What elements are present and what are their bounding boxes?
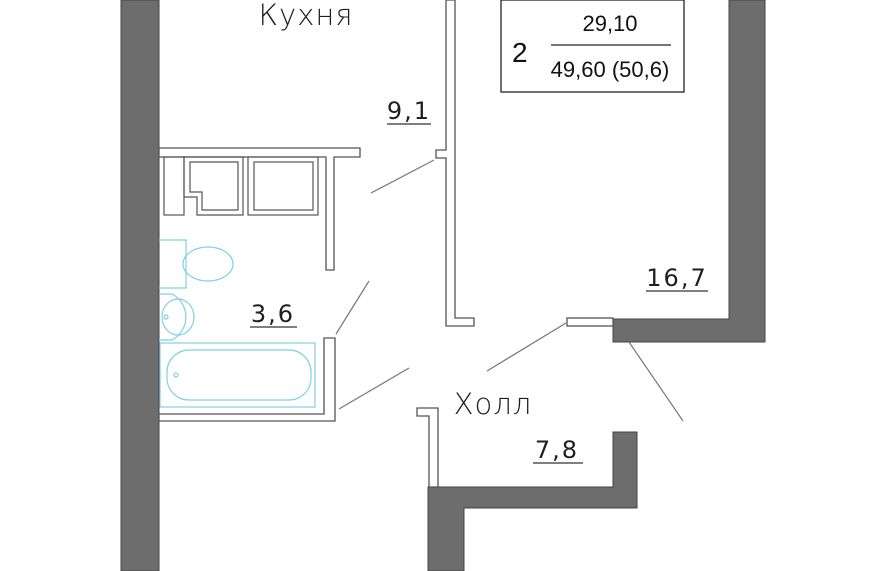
hall-name: Холл — [454, 387, 533, 421]
washbasin-drain — [163, 314, 169, 320]
bathtub-outer — [159, 342, 316, 408]
bathroom-door-2 — [338, 367, 410, 410]
room-area: 16,7 — [646, 264, 707, 292]
kitchen-door — [370, 159, 435, 194]
stove-top — [253, 161, 314, 211]
bathtub-inner — [166, 349, 312, 401]
apartment-info-box: 2 29,10 49,60 (50,6) — [500, 0, 685, 93]
sink-cabinet — [183, 156, 244, 216]
living-area: 29,10 — [582, 11, 637, 36]
cabinet — [163, 156, 185, 216]
bathroom-partition — [158, 147, 361, 271]
room-door-stub — [566, 317, 614, 327]
washbasin-bowl — [161, 298, 195, 336]
left-exterior-wall — [120, 0, 160, 571]
toilet-bowl — [182, 246, 234, 282]
bathroom-area: 3,6 — [251, 300, 295, 328]
right-exterior-wall — [612, 0, 766, 343]
kitchen-name: Кухня — [259, 0, 354, 32]
bathroom-lower-wall — [158, 337, 336, 422]
room-door — [486, 322, 567, 372]
entrance-wall — [427, 431, 638, 571]
toilet-tank — [159, 239, 187, 289]
info-box-border — [500, 0, 685, 93]
total-area: 49,60 (50,6) — [551, 57, 670, 82]
bathtub-drain — [173, 372, 179, 378]
rooms-count: 2 — [512, 37, 528, 68]
washbasin — [159, 293, 187, 341]
door-swings — [335, 159, 684, 422]
exterior-walls — [120, 0, 766, 571]
bathroom-fixtures — [159, 239, 316, 408]
kitchen-area: 9,1 — [387, 97, 431, 125]
kitchen-cabinets — [163, 156, 319, 216]
balcony-door — [628, 341, 684, 422]
hall-area: 7,8 — [535, 436, 579, 464]
hall-partition — [416, 407, 439, 488]
stove-cabinet — [247, 156, 319, 216]
bathroom-door — [335, 280, 370, 335]
kitchen-room-partition — [435, 0, 475, 327]
